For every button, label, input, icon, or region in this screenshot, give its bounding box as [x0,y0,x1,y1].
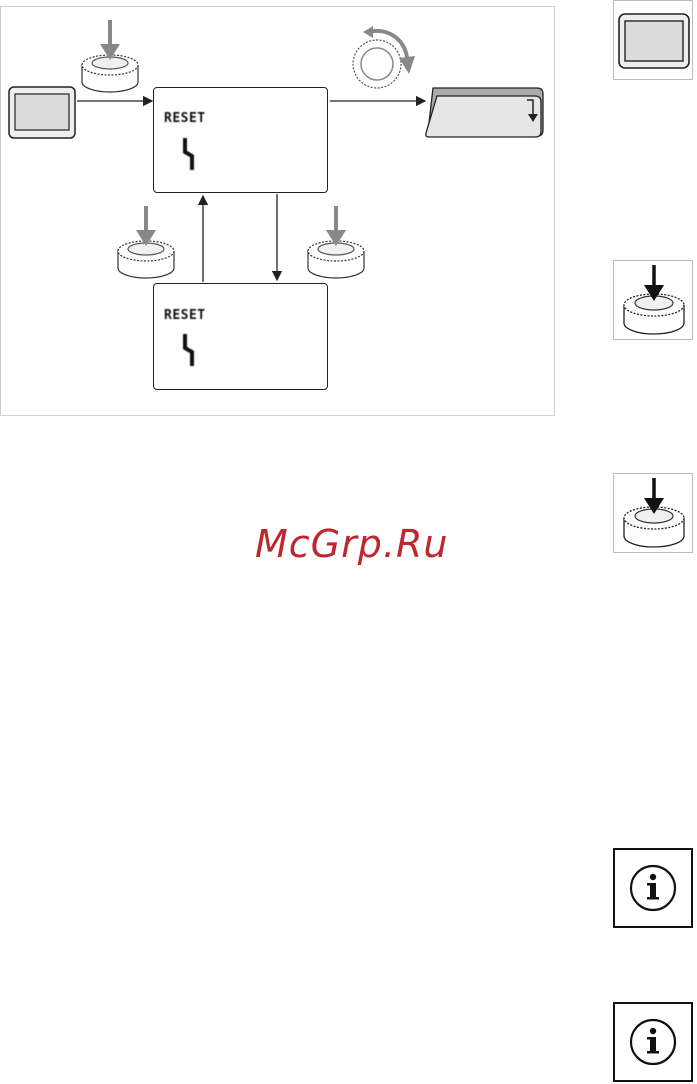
screen-top-text: RESET [164,111,206,126]
screen-bottom-text: RESET [164,308,206,323]
watermark-text: McGrp.Ru [255,522,448,566]
info-icon [613,848,693,928]
push-button-icon [306,206,366,278]
screen-top: RESET [153,87,328,193]
display-icon [8,86,76,139]
push-button-icon [622,478,686,550]
push-button-icon [80,20,140,92]
push-button-icon [622,265,686,337]
rotate-button-icon [345,22,420,92]
side-display-box [613,0,693,80]
menu-folder-icon [425,86,545,140]
side-push-box-2 [613,473,693,553]
signal-glyph-top [182,136,196,172]
screen-bottom: RESET [153,283,328,390]
signal-glyph-bottom [182,332,196,368]
info-icon [613,1002,693,1082]
display-icon [618,13,690,69]
side-push-box-1 [613,260,693,340]
push-button-icon [116,206,176,278]
